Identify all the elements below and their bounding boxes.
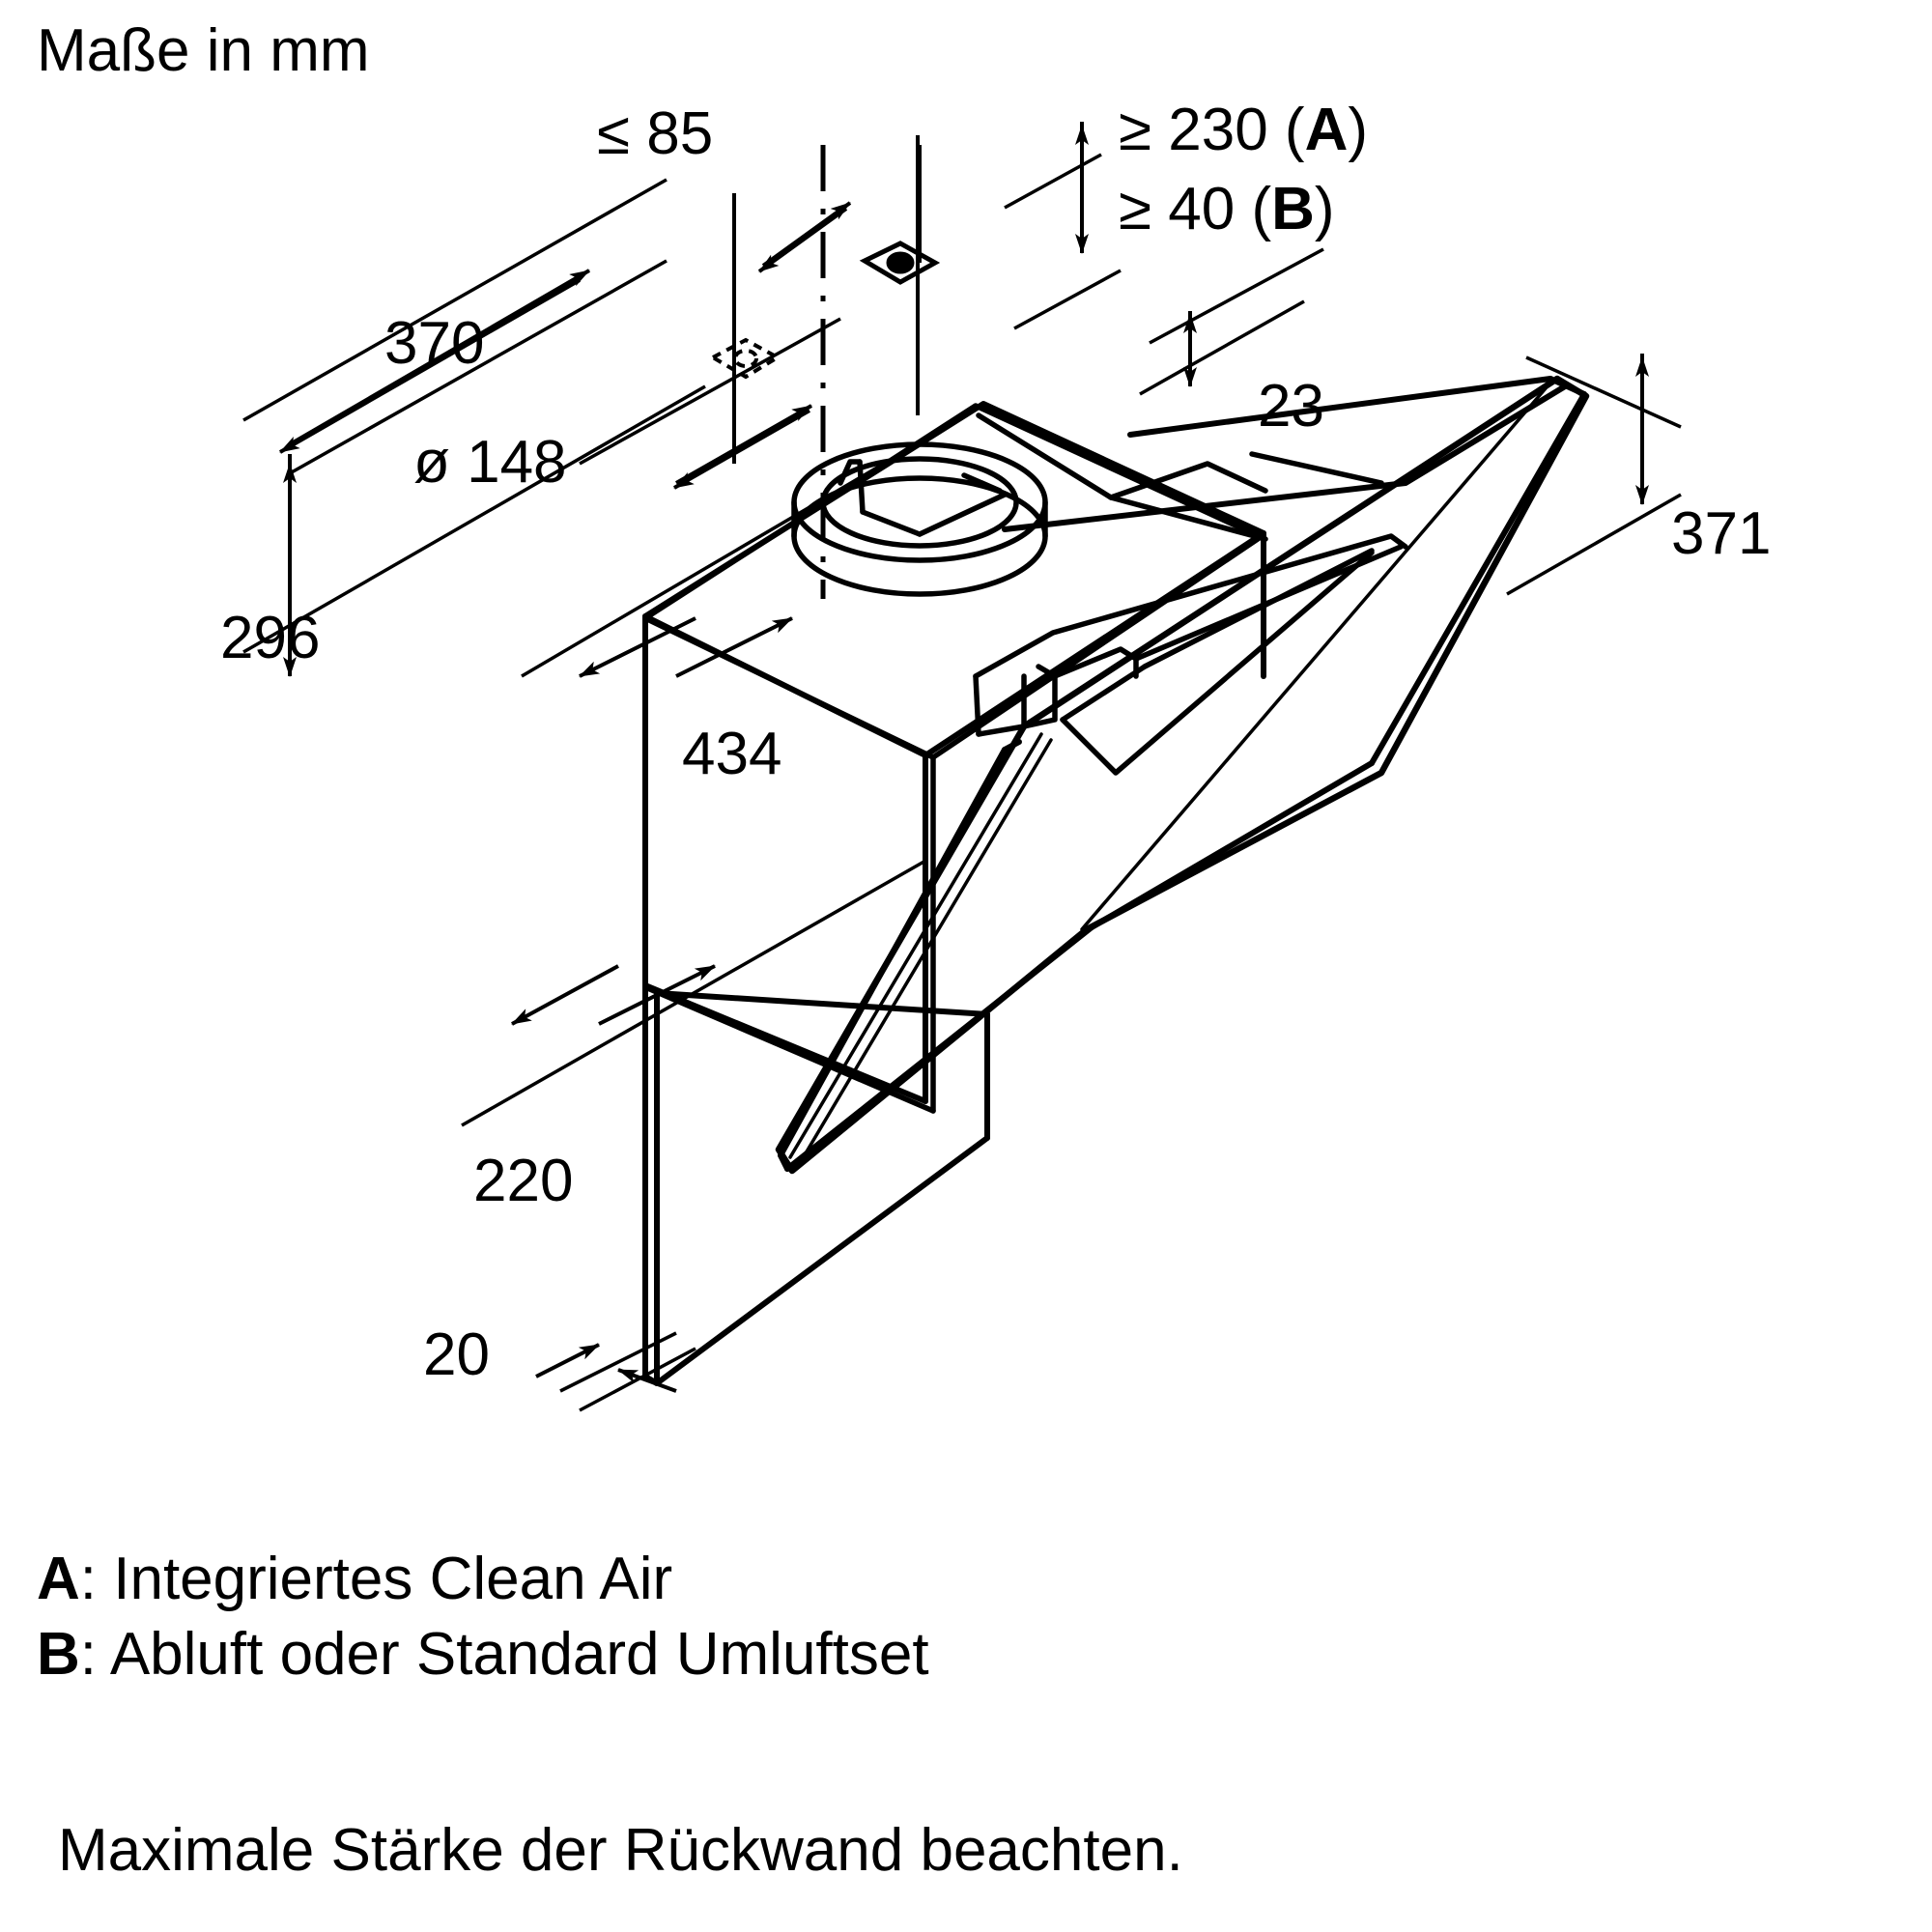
dimension-label-230-prefix: ≥ 230 ( [1119, 97, 1305, 163]
construction-lines [732, 135, 920, 464]
extension-lines [242, 153, 1682, 1412]
junction-box-symbol [708, 337, 782, 380]
hood-front-panel-outline [775, 375, 1590, 1175]
hood-main-box [642, 401, 1266, 1104]
hood-handle-detail [973, 533, 1408, 776]
page-title: Maße in mm [37, 17, 370, 84]
dimension-label-40-variant: B [1271, 176, 1315, 242]
dimension-370 [279, 269, 591, 454]
hood-top-cover-strip [976, 412, 1384, 542]
dimension-label-230-variant: A [1304, 97, 1349, 163]
dimension-85 [757, 201, 852, 273]
dimension-lines [242, 122, 1682, 1412]
dimension-label-220: 220 [473, 1148, 574, 1214]
dimension-label-230-suffix: ) [1348, 97, 1369, 163]
legend-a-key: A [37, 1546, 80, 1612]
dimension-148 [673, 404, 812, 490]
dimension-220 [511, 964, 716, 1026]
dimension-label-230: ≥ 230 (A) [1119, 100, 1368, 160]
legend-item-a: A: Integriertes Clean Air [37, 1549, 672, 1609]
legend-b-text: Abluft oder Standard Umluftset [109, 1621, 929, 1688]
dimension-label-85: ≤ 85 [597, 100, 714, 167]
dimension-label-148: ø 148 [413, 429, 567, 496]
dimension-label-434: 434 [682, 721, 782, 787]
dimension-label-370: 370 [384, 310, 485, 377]
hood-panel-inner-lines [788, 386, 1548, 1165]
dimension-label-40-suffix: ) [1314, 176, 1335, 242]
dimension-20 [535, 1343, 677, 1393]
dimension-label-23: 23 [1258, 373, 1324, 440]
dimension-434 [579, 616, 793, 678]
legend-item-b: B: Abluft oder Standard Umluftset [37, 1625, 929, 1685]
dimension-label-40-prefix: ≥ 40 ( [1119, 176, 1272, 242]
dimension-label-20: 20 [423, 1321, 490, 1388]
legend-b-separator: : [79, 1621, 110, 1688]
footnote-text: Maximale Stärke der Rückwand beachten. [58, 1817, 1183, 1884]
dimension-label-296: 296 [220, 605, 321, 671]
power-socket-symbol [859, 241, 941, 285]
wall-mounting-plate [642, 982, 990, 1386]
dimension-label-371: 371 [1671, 500, 1772, 567]
legend-b-key: B [37, 1621, 80, 1688]
legend-a-text: Integriertes Clean Air [113, 1546, 673, 1612]
round-duct-outlet-icon [791, 441, 1048, 597]
dimension-label-40: ≥ 40 (B) [1119, 180, 1335, 240]
legend-a-separator: : [79, 1546, 114, 1612]
